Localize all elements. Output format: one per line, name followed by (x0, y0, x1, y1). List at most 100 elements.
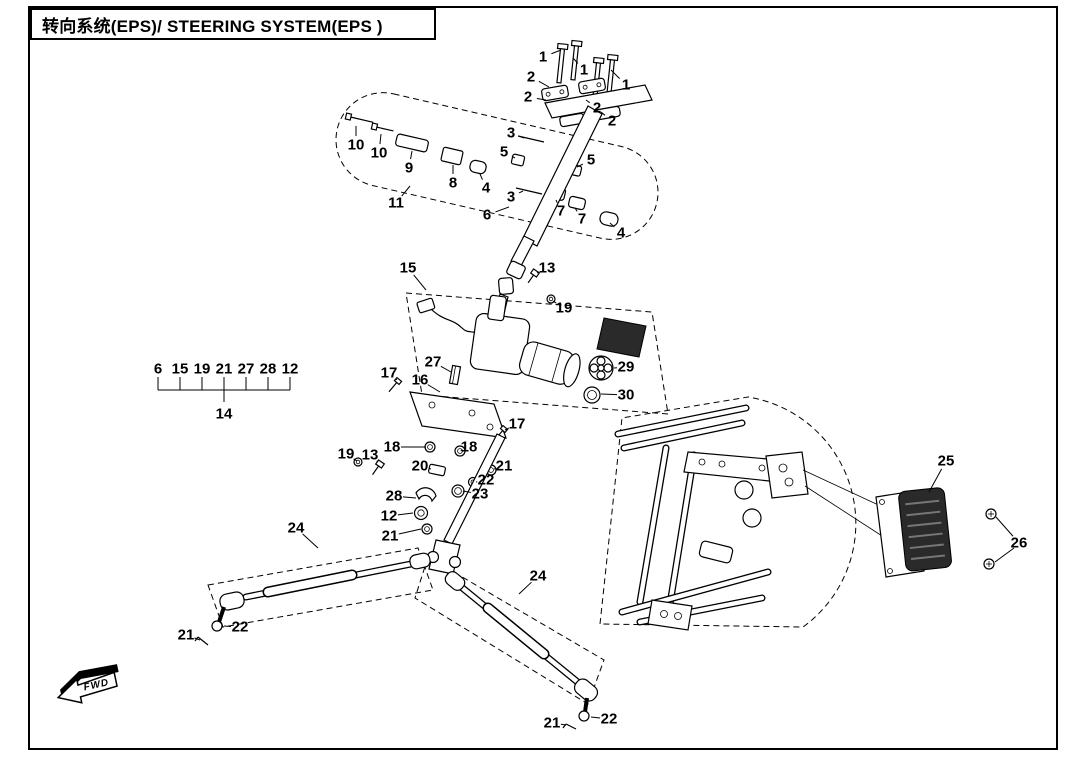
tie-rod-right (444, 571, 599, 730)
ball-stud-right (448, 555, 462, 569)
leader-line (395, 378, 398, 381)
page-border (28, 6, 1058, 750)
leader-line (427, 384, 441, 393)
leader-line (928, 468, 943, 493)
harness-connector (416, 297, 436, 314)
spacer-20 (428, 463, 446, 477)
leader-line (440, 365, 452, 373)
region-frame (599, 396, 857, 628)
part-number-24: 24 (530, 568, 547, 585)
leader-line (398, 528, 422, 535)
leader-line (479, 173, 483, 180)
clamp-bolt-1b (570, 39, 583, 81)
part-number-17: 17 (509, 416, 526, 433)
part-number-19: 19 (338, 446, 355, 463)
universal-joint (497, 260, 526, 295)
mount-bracket-16 (388, 376, 509, 441)
part-number-4: 4 (482, 180, 491, 197)
leader-line (519, 135, 525, 139)
part-number-17: 17 (381, 365, 398, 382)
leader-line (518, 581, 532, 595)
part-number-15: 15 (400, 260, 417, 277)
leader-line (495, 206, 510, 213)
ecu-module-25 (875, 487, 952, 578)
clamp-saddle-2a (541, 84, 569, 102)
splined-shaft-27 (448, 364, 462, 386)
legend-number-27: 27 (238, 361, 255, 378)
nut-18b (454, 445, 466, 457)
fastener-cluster (353, 441, 497, 535)
leader-line (511, 155, 516, 159)
frame-foot-bracket (647, 599, 693, 631)
tie-rod-end-inner (444, 571, 466, 591)
part-number-1: 1 (539, 49, 547, 66)
leader-line (401, 185, 411, 197)
spacer-5a (510, 153, 526, 167)
part-number-7: 7 (578, 211, 586, 228)
clamp-bolt-1d (606, 53, 619, 95)
part-number-6: 6 (483, 207, 491, 224)
part-number-30: 30 (618, 387, 635, 404)
leader-line (600, 393, 618, 396)
eps-motor (518, 341, 581, 388)
leader-line (413, 274, 427, 291)
leader-line (574, 207, 578, 212)
nut-18a (424, 441, 436, 453)
part-number-22: 22 (601, 711, 618, 728)
part-number-12: 12 (381, 508, 398, 525)
castle-nut-22 (578, 710, 590, 722)
leader-line (536, 97, 547, 101)
tie-rod-end-outer (573, 678, 599, 702)
leader-line (462, 490, 472, 493)
clamp-bolt-1a (556, 42, 569, 84)
sleeve-9 (395, 133, 429, 153)
column-upper-tube (522, 105, 603, 247)
harness-wire (429, 307, 479, 335)
leader-line (995, 516, 1014, 537)
ujoint-fasteners (527, 268, 556, 304)
legend-label-14: 14 (216, 406, 233, 423)
cotter-pin-21 (194, 636, 209, 646)
part-number-3: 3 (507, 189, 515, 206)
part-number-27: 27 (425, 354, 442, 371)
ball-stud (583, 697, 589, 713)
leader-line (376, 460, 379, 463)
part-number-2: 2 (593, 100, 601, 117)
part-number-8: 8 (449, 175, 457, 192)
ecu-screws-26 (983, 508, 997, 570)
leader-line (397, 512, 414, 516)
coupler-29 (588, 355, 614, 381)
leader-line (560, 723, 567, 726)
leader-line (555, 199, 558, 204)
part-number-1: 1 (622, 77, 630, 94)
pin-3b (515, 187, 543, 195)
leader-line (536, 271, 540, 274)
leader-line (353, 458, 358, 462)
legend-number-12: 12 (282, 361, 299, 378)
legend-number-28: 28 (260, 361, 277, 378)
legend-number-15: 15 (172, 361, 189, 378)
part-number-13: 13 (362, 447, 379, 464)
leader-line (600, 111, 606, 116)
bolt-10a (344, 112, 374, 123)
page-title: 转向系统(EPS)/ STEERING SYSTEM(EPS ) (30, 8, 436, 40)
part-number-22: 22 (478, 472, 495, 489)
part-number-28: 28 (386, 488, 403, 505)
part-number-24: 24 (288, 520, 305, 537)
bushing-4a (469, 159, 487, 175)
part-number-4: 4 (617, 225, 626, 242)
frame-tab (698, 540, 734, 564)
region-eps-assembly (405, 292, 669, 415)
part-number-10: 10 (371, 145, 388, 162)
leader-line (428, 467, 432, 470)
part-number-11: 11 (388, 195, 404, 212)
leader-line (302, 533, 319, 549)
part-number-19: 19 (556, 300, 573, 317)
ring-23 (451, 484, 465, 498)
leader-line (538, 80, 550, 88)
part-number-22: 22 (232, 619, 249, 636)
leader-line (518, 190, 524, 194)
handlebar-clamp-assembly (541, 39, 653, 128)
